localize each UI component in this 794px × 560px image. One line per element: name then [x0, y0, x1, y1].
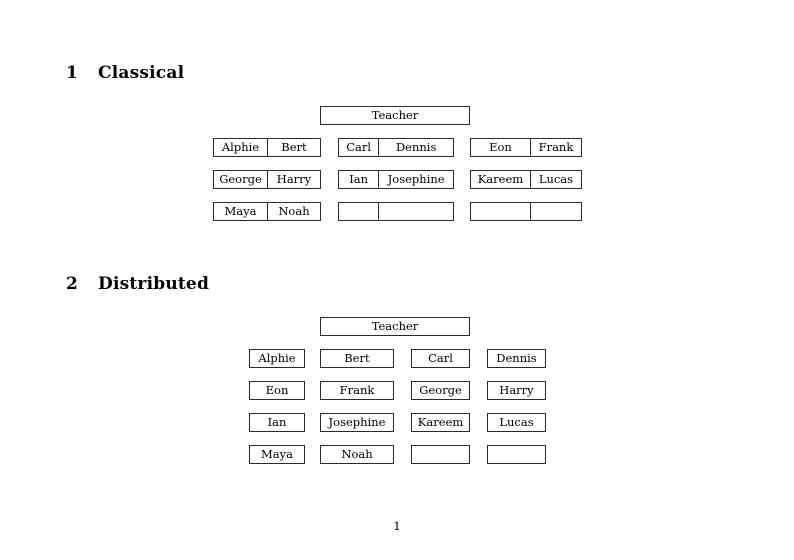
classical-group-2-row-2: Ian Josephine — [338, 170, 454, 189]
classical-teacher-box: Teacher — [320, 106, 470, 125]
classical-cell: Kareem — [477, 172, 524, 186]
distributed-box: Noah — [320, 445, 394, 464]
distributed-teacher-box: Teacher — [320, 317, 470, 336]
classical-cell-empty — [529, 203, 581, 220]
classical-cell: Bert — [266, 139, 320, 156]
classical-cell-empty — [339, 203, 378, 220]
classical-cell: Josephine — [378, 171, 453, 188]
distributed-box: Bert — [320, 349, 394, 368]
classical-group-1-row-3: Maya Noah — [213, 202, 321, 221]
distributed-box-empty — [411, 445, 470, 464]
distributed-box: Alphie — [249, 349, 305, 368]
classical-cell: Noah — [266, 203, 320, 220]
classical-cell: Alphie — [221, 140, 260, 154]
distributed-box: Harry — [487, 381, 546, 400]
section-title: Classical — [98, 63, 185, 83]
distributed-box: Eon — [249, 381, 305, 400]
classical-cell: Ian — [349, 172, 369, 186]
section-number: 1 — [66, 63, 79, 83]
page-number: 1 — [393, 519, 401, 533]
classical-cell: Maya — [224, 204, 257, 218]
distributed-box: Carl — [411, 349, 470, 368]
classical-cell: Lucas — [529, 171, 581, 188]
classical-group-2-row-1: Carl Dennis — [338, 138, 454, 157]
distributed-box: Maya — [249, 445, 305, 464]
distributed-box: Frank — [320, 381, 394, 400]
classical-cell-empty — [378, 203, 453, 220]
section-heading-classical: 1 Classical — [66, 63, 184, 83]
distributed-box: George — [411, 381, 470, 400]
section-heading-distributed: 2 Distributed — [66, 274, 209, 294]
distributed-box: Lucas — [487, 413, 546, 432]
classical-group-3-row-1: Eon Frank — [470, 138, 582, 157]
classical-group-1-row-2: George Harry — [213, 170, 321, 189]
classical-cell: Frank — [529, 139, 581, 156]
distributed-box: Ian — [249, 413, 305, 432]
classical-cell: George — [219, 172, 262, 186]
section-number: 2 — [66, 274, 79, 294]
distributed-box-empty — [487, 445, 546, 464]
classical-cell: Carl — [346, 140, 372, 154]
classical-group-1-row-1: Alphie Bert — [213, 138, 321, 157]
distributed-box: Josephine — [320, 413, 394, 432]
distributed-box: Kareem — [411, 413, 470, 432]
classical-group-3-row-2: Kareem Lucas — [470, 170, 582, 189]
classical-group-2-row-3 — [338, 202, 454, 221]
classical-cell: Dennis — [378, 139, 453, 156]
classical-cell-empty — [471, 203, 530, 220]
classical-cell: Eon — [489, 140, 512, 154]
classical-cell: Harry — [266, 171, 320, 188]
section-title: Distributed — [98, 274, 210, 294]
distributed-box: Dennis — [487, 349, 546, 368]
classical-group-3-row-3 — [470, 202, 582, 221]
